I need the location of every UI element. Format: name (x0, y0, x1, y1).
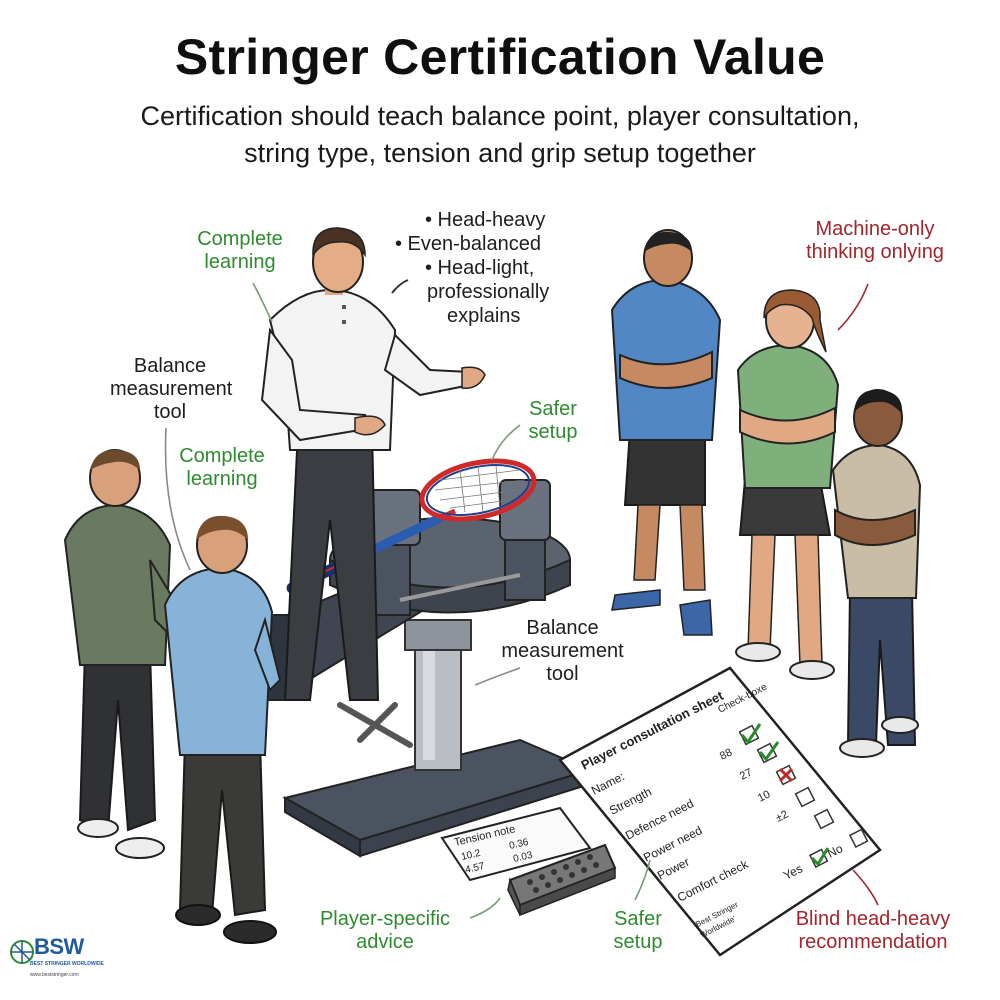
label-line: recommendation (798, 931, 948, 953)
consultation-row-value-2: 27 (738, 766, 754, 782)
tension-note-value-4: 0.03 (512, 850, 534, 865)
label-balance-tool-left: Balance measurement tool (110, 355, 233, 424)
checkbox-no (848, 828, 869, 848)
trainee-woman-green-tee (735, 289, 840, 680)
badminton-globe-icon (10, 940, 34, 964)
label-line: tool (153, 401, 187, 423)
cross-icon (778, 767, 794, 783)
label-line: Safer (529, 398, 577, 420)
consultation-row-value-3: 10 (756, 788, 772, 804)
trainee-blue-tee (610, 229, 722, 636)
label-line: measurement (110, 378, 233, 400)
label-line: Player-specific (319, 908, 451, 930)
subtitle-line-1: Certification should teach balance point… (140, 101, 860, 131)
consultation-row-value-4: ±2 (774, 808, 790, 824)
label-safer-setup-top: Safer setup (508, 398, 598, 444)
tension-note-value-2: 0.36 (508, 837, 530, 852)
bullet-head-light: • Head-light, (425, 257, 535, 279)
label-line: Balance (133, 355, 207, 377)
label-line: Complete (197, 228, 283, 250)
logo-text: BSW (34, 934, 84, 959)
logo-tagline: BEST STRINGER WORLDWIDE (30, 961, 104, 967)
label-line: Safer (614, 908, 662, 930)
callout-lines (164, 279, 879, 919)
label-player-specific-advice: Player-specific advice (310, 908, 460, 954)
tension-note-card: Tension note 10.2 0.36 4.57 0.03 (440, 806, 592, 882)
label-complete-learning-mid: Complete learning (162, 445, 282, 491)
label-safer-setup-bottom: Safer setup (598, 908, 678, 954)
check-icon (758, 741, 780, 762)
balance-types-list: • Head-heavy • Even-balanced • Head-ligh… (395, 208, 549, 328)
bullet-tail-1: professionally (427, 281, 550, 303)
label-line: learning (204, 251, 276, 273)
label-line: setup (528, 421, 578, 443)
page-subtitle: Certification should teach balance point… (80, 98, 920, 172)
consultation-no-label: No (825, 841, 845, 861)
label-line: measurement (501, 640, 624, 662)
label-complete-learning-top: Complete learning (180, 228, 300, 274)
label-line: setup (613, 931, 663, 953)
bullet-head-heavy: • Head-heavy (425, 209, 546, 231)
trainee-green-shirt (63, 449, 182, 859)
bullet-even-balanced: • Even-balanced (395, 233, 541, 255)
tension-note-value-1: 10.2 (460, 848, 482, 863)
checkbox-row-4 (794, 786, 816, 808)
label-line: tool (546, 663, 579, 685)
label-line: advice (356, 931, 414, 953)
bsw-logo: BSW BEST STRINGER WORLDWIDE www.beststri… (8, 932, 113, 994)
label-line: Machine-only (815, 218, 935, 240)
bullet-tail-2: explains (447, 305, 521, 327)
check-icon (810, 847, 830, 867)
logo-url: www.beststringer.com (30, 972, 79, 978)
label-line: Complete (179, 445, 265, 467)
label-line: thinking onlying (806, 241, 944, 263)
page-title: Stringer Certification Value (174, 29, 826, 85)
tension-note-value-3: 4.57 (464, 861, 486, 876)
instructor-figure (260, 227, 486, 701)
label-balance-tool-right: Balance measurement tool (500, 617, 625, 686)
label-blind-head-heavy: Blind head-heavy recommendation (778, 908, 968, 954)
subtitle-line-2: string type, tension and grip setup toge… (244, 138, 756, 168)
trainee-blue-shirt (163, 515, 282, 944)
label-line: Balance (526, 617, 599, 639)
balance-measurement-block (507, 843, 617, 917)
label-machine-only-thinking: Machine-only thinking onlying (790, 218, 960, 264)
player-consultation-sheet: Player consultation sheet Check-boxe Nam… (558, 666, 882, 957)
label-line: Blind head-heavy (795, 908, 951, 930)
consultation-row-value-1: 88 (718, 746, 734, 762)
label-line: learning (186, 468, 258, 490)
trainee-beige-shirt (831, 389, 922, 758)
check-icon (740, 723, 762, 745)
checkbox-row-5 (813, 808, 835, 830)
